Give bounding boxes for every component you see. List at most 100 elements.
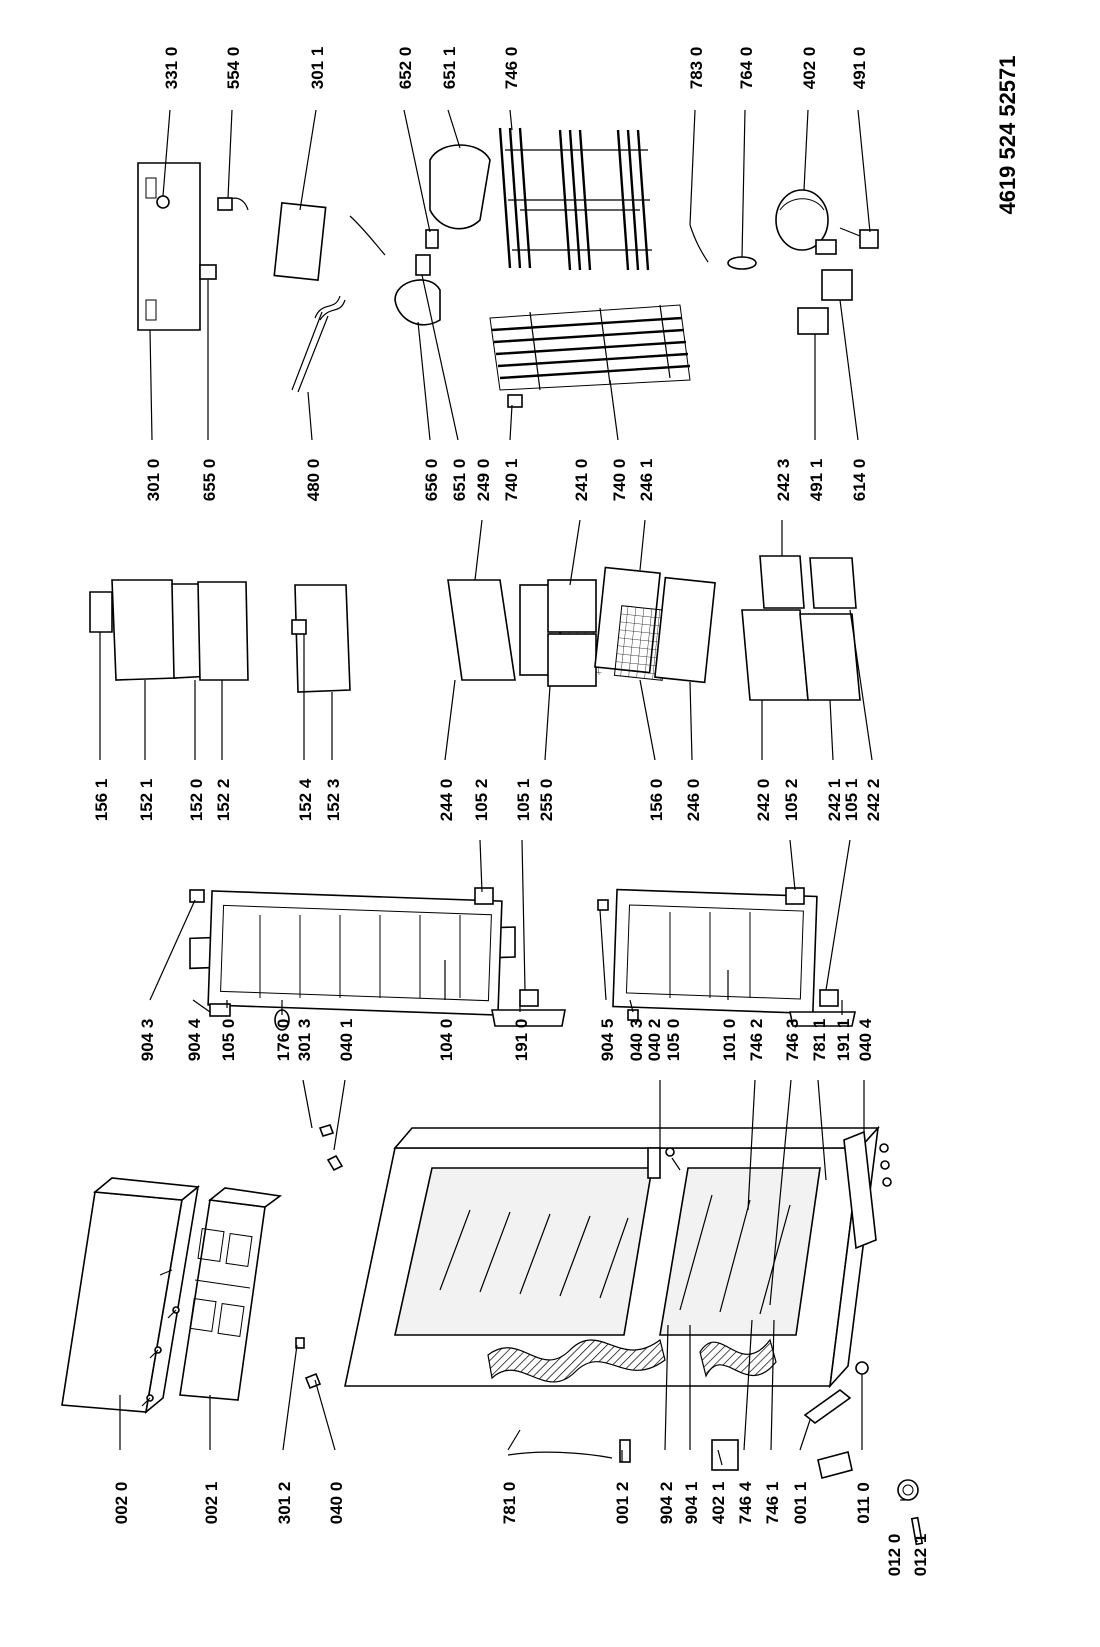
label-241-0: 241 0 [572, 459, 591, 502]
label-255-0: 255 0 [537, 779, 556, 822]
foot-cap-drawing [897, 1479, 919, 1501]
label-652-0: 652 0 [396, 47, 415, 90]
label-105-1-lower: 105 1 [842, 779, 861, 822]
label-331-0: 331 0 [162, 47, 181, 90]
label-904-4: 904 4 [185, 1018, 204, 1061]
label-904-1: 904 1 [682, 1482, 701, 1525]
label-904-5: 904 5 [598, 1019, 617, 1062]
relay-drawing [821, 269, 853, 301]
label-781-1: 781 1 [810, 1019, 829, 1062]
label-246-1: 246 1 [637, 459, 656, 502]
pin-drawing [910, 1516, 924, 1546]
upper-door-drawing [189, 887, 539, 1016]
document-number: 4619 524 52571 [995, 55, 1020, 214]
capacitor-drawing [797, 307, 829, 335]
label-012-0: 012 0 [885, 1534, 904, 1577]
label-651-1: 651 1 [440, 47, 459, 90]
label-301-1: 301 1 [308, 47, 327, 90]
leader-lines [99, 109, 905, 1501]
top-frame-drawing [179, 1187, 283, 1401]
label-152-3: 152 3 [324, 779, 343, 822]
lower-hinge-drawing [843, 1130, 892, 1250]
control-panel-drawing [137, 162, 249, 331]
label-746-3: 746 3 [783, 1019, 802, 1062]
label-105-0-upper: 105 0 [219, 1019, 238, 1062]
small-clip-parts-drawing [295, 1124, 344, 1390]
label-105-2-upper: 105 2 [472, 779, 491, 822]
label-040-0: 040 0 [327, 1482, 346, 1525]
label-101-0: 101 0 [720, 1019, 739, 1062]
label-746-0: 746 0 [502, 47, 521, 90]
door-bins-drawing [89, 579, 351, 693]
label-242-2: 242 2 [864, 779, 883, 822]
label-246-0: 246 0 [684, 779, 703, 822]
bottom-rail-drawing [711, 1361, 869, 1479]
storage-boxes-drawing [519, 579, 597, 687]
label-242-3: 242 3 [774, 459, 793, 502]
cap-drawing [619, 1439, 631, 1463]
label-002-1: 002 1 [202, 1482, 221, 1525]
label-242-1: 242 1 [825, 779, 844, 822]
freezer-drawers-drawing [741, 555, 861, 701]
label-040-3: 040 3 [627, 1019, 646, 1062]
label-904-3: 904 3 [138, 1019, 157, 1062]
label-040-4: 040 4 [856, 1018, 875, 1061]
label-152-2: 152 2 [214, 779, 233, 822]
label-301-0: 301 0 [144, 459, 163, 502]
label-740-1: 740 1 [502, 459, 521, 502]
label-491-1: 491 1 [807, 459, 826, 502]
label-402-1: 402 1 [709, 1482, 728, 1525]
filter-drier-drawing [727, 256, 757, 270]
lower-gasket-strip-drawing [789, 1011, 856, 1027]
label-764-0: 764 0 [737, 47, 756, 90]
label-156-1: 156 1 [92, 779, 111, 822]
label-656-0: 656 0 [422, 459, 441, 502]
label-105-0-lower: 105 0 [664, 1019, 683, 1062]
label-402-0: 402 0 [800, 47, 819, 90]
label-040-1: 040 1 [337, 1019, 356, 1062]
capillary-tube-drawing [689, 224, 709, 263]
label-191-0: 191 0 [512, 1019, 531, 1062]
label-554-0: 554 0 [224, 47, 243, 90]
top-cover-drawing [61, 1177, 201, 1414]
label-746-2: 746 2 [747, 1019, 766, 1062]
label-249-0: 249 0 [474, 459, 493, 502]
label-152-1: 152 1 [137, 779, 156, 822]
drain-tube-drawing [507, 1451, 613, 1459]
label-491-0: 491 0 [850, 47, 869, 90]
label-746-1: 746 1 [763, 1482, 782, 1525]
bracket-drawing [507, 394, 523, 408]
label-655-0: 655 0 [200, 459, 219, 502]
lower-door-drawing [597, 887, 839, 1021]
label-244-0: 244 0 [437, 779, 456, 822]
label-176-0: 176 0 [274, 1019, 293, 1062]
label-152-0: 152 0 [187, 779, 206, 822]
label-152-4: 152 4 [296, 778, 315, 821]
label-156-0: 156 0 [647, 779, 666, 822]
label-746-4: 746 4 [736, 1481, 755, 1524]
sensor-wire-drawing [349, 215, 386, 256]
label-105-2-lower: 105 2 [782, 779, 801, 822]
label-012-1: 012 1 [911, 1534, 930, 1577]
label-002-0: 002 0 [112, 1482, 131, 1525]
label-191-1: 191 1 [834, 1019, 853, 1062]
label-011-0: 011 0 [854, 1482, 873, 1524]
cabinet-body-drawing [344, 1125, 880, 1389]
foot-cap-inner-drawing [902, 1484, 914, 1496]
middle-hinge-drawing [647, 1147, 681, 1179]
trays-drawing [594, 566, 716, 684]
label-480-0: 480 0 [304, 459, 323, 502]
panel-cover-drawing [273, 202, 327, 281]
label-001-2: 001 2 [613, 1482, 632, 1525]
label-104-0: 104 0 [437, 1019, 456, 1062]
label-301-3: 301 3 [295, 1019, 314, 1062]
evaporator-racks-drawing [498, 127, 652, 271]
label-740-0: 740 0 [610, 459, 629, 502]
condenser-coil-drawing [489, 304, 691, 391]
label-614-0: 614 0 [850, 459, 869, 502]
label-105-1-upper: 105 1 [514, 779, 533, 822]
label-040-2: 040 2 [645, 1019, 664, 1062]
label-783-0: 783 0 [687, 47, 706, 90]
label-242-0: 242 0 [754, 779, 773, 822]
